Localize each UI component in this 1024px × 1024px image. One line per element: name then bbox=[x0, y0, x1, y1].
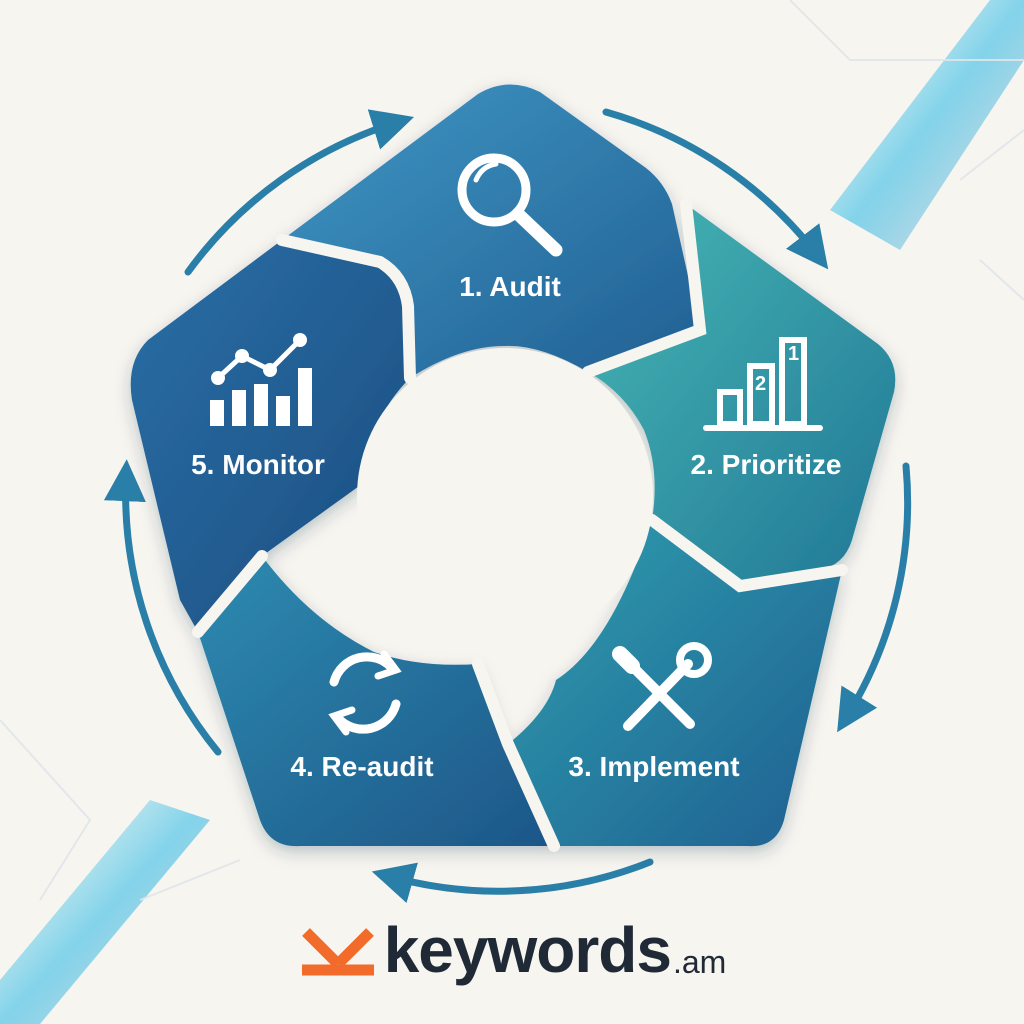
center-circle bbox=[357, 348, 653, 644]
orange-sprout-logo bbox=[298, 926, 378, 978]
arrow-reaudit-to-monitor bbox=[103, 459, 222, 756]
arrow-prioritize-to-implement bbox=[837, 462, 912, 733]
cycle-arrows bbox=[103, 108, 912, 904]
refresh-cycle-icon bbox=[328, 650, 402, 736]
step-label-implement: 3. Implement bbox=[568, 751, 739, 782]
rank-2: 2 bbox=[755, 373, 766, 395]
segment-reaudit bbox=[198, 556, 554, 847]
step-label-reaudit: 4. Re-audit bbox=[290, 751, 433, 782]
brand-wordmark: keywords .am bbox=[0, 918, 1024, 982]
step-label-audit: 1. Audit bbox=[459, 271, 561, 302]
ranking-podium-icon: 2 1 bbox=[703, 337, 823, 431]
brand-tld: .am bbox=[672, 944, 727, 980]
wrench-screwdriver-icon bbox=[612, 642, 712, 731]
segment-separators bbox=[192, 198, 848, 852]
growth-chart-icon bbox=[210, 333, 312, 426]
arrow-monitor-to-audit bbox=[184, 109, 415, 276]
brand-name: keywords bbox=[383, 914, 672, 986]
arrow-implement-to-reaudit bbox=[371, 858, 654, 904]
segment-audit bbox=[282, 84, 700, 379]
arrow-audit-to-prioritize bbox=[602, 108, 829, 270]
rank-1: 1 bbox=[788, 343, 799, 365]
step-label-prioritize: 2. Prioritize bbox=[691, 449, 842, 480]
magnifier-icon bbox=[457, 153, 563, 257]
segment-monitor bbox=[130, 240, 410, 632]
step-label-monitor: 5. Monitor bbox=[191, 449, 325, 480]
